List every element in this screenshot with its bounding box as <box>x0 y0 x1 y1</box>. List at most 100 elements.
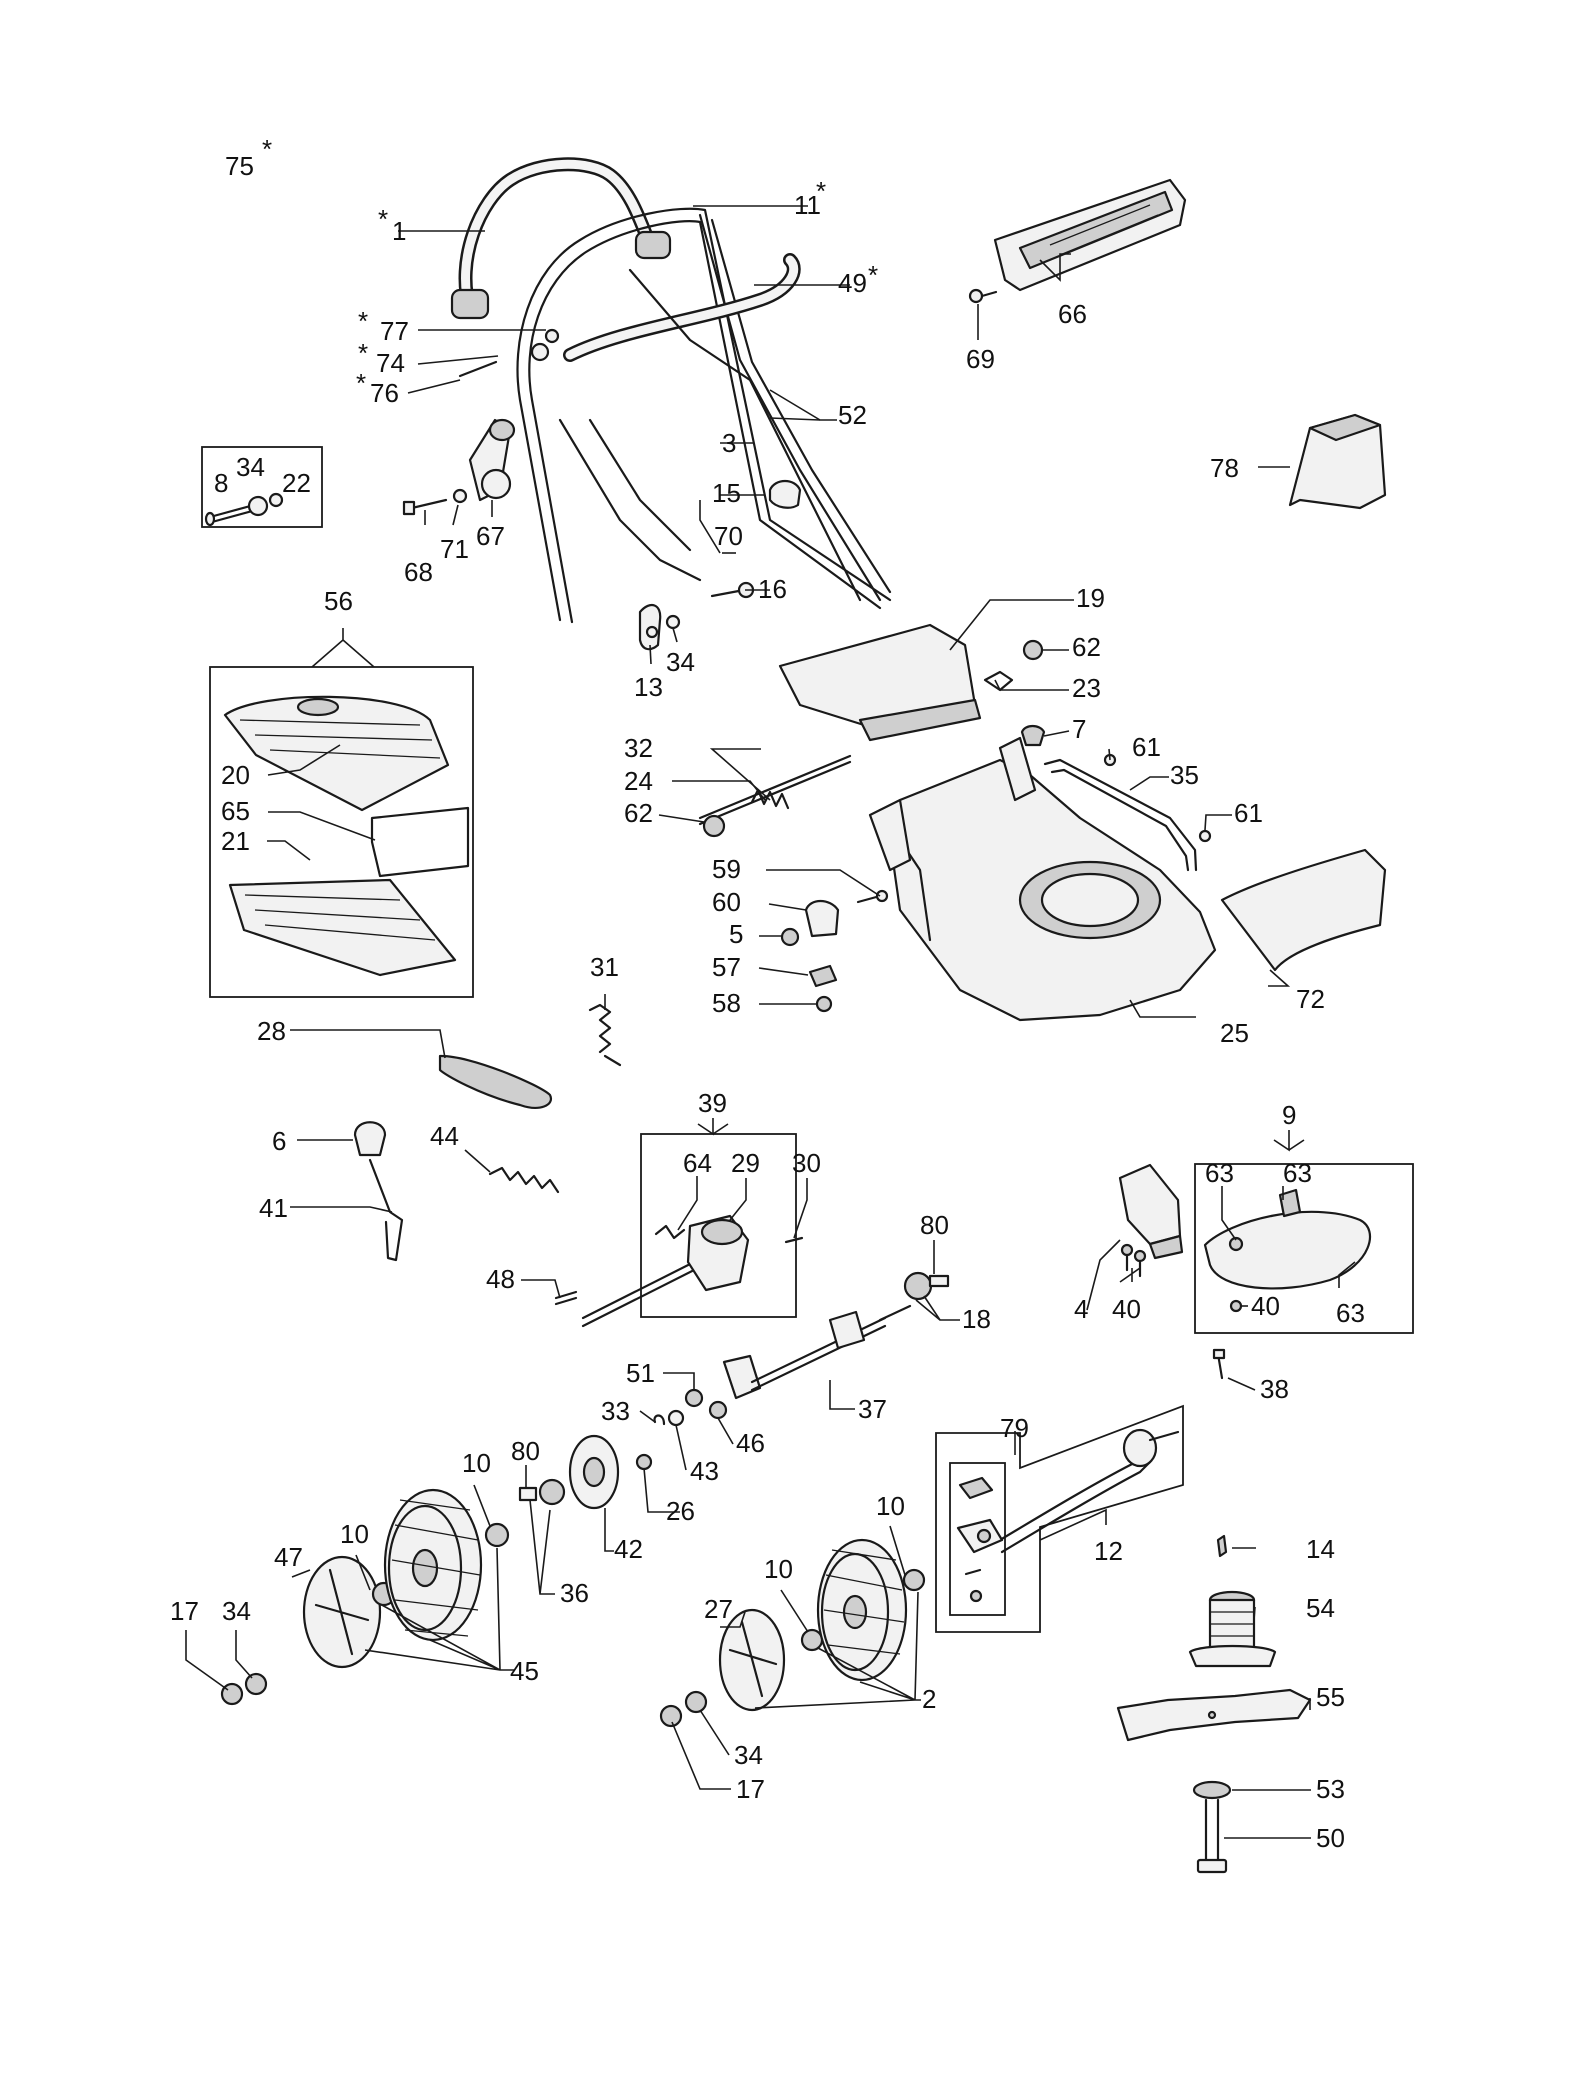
blade-55 <box>1116 1688 1312 1742</box>
spring-23 <box>983 670 1014 692</box>
label-67: 67 <box>476 521 505 551</box>
pin-76 <box>458 360 498 378</box>
kit-79-parts <box>956 1476 1004 1603</box>
label-16: 16 <box>758 574 787 604</box>
label-68: 68 <box>404 557 433 587</box>
label-27: 27 <box>704 1594 733 1624</box>
lever-41 <box>368 1158 404 1262</box>
mulch-plug-72 <box>1220 848 1387 972</box>
asterisk-75: * <box>262 134 272 164</box>
label-77: 77 <box>380 316 409 346</box>
label-22: 22 <box>282 468 311 498</box>
washer-34-kit <box>247 495 269 517</box>
label-52: 52 <box>838 400 867 430</box>
label-40-left: 40 <box>1112 1294 1141 1324</box>
label-18: 18 <box>962 1304 991 1334</box>
label-12: 12 <box>1094 1536 1123 1566</box>
asterisk-49: * <box>868 260 878 290</box>
label-66: 66 <box>1058 299 1087 329</box>
label-5: 5 <box>729 919 743 949</box>
nut-51 <box>684 1388 704 1408</box>
label-76: 76 <box>370 378 399 408</box>
bag-top-20 <box>223 695 450 812</box>
label-36: 36 <box>560 1578 589 1608</box>
label-64: 64 <box>683 1148 712 1178</box>
label-34-kit: 34 <box>236 452 265 482</box>
label-1: 1 <box>392 216 406 246</box>
label-10-left: 10 <box>340 1519 369 1549</box>
label-6: 6 <box>272 1126 286 1156</box>
clip-22 <box>268 492 284 508</box>
label-78: 78 <box>1210 453 1239 483</box>
wheel-45 <box>383 1488 483 1642</box>
part-labels: 75 * * 1 11 * 49 * * 77 * 74 * 76 52 3 6… <box>170 134 1365 1853</box>
key-14 <box>1216 1534 1228 1558</box>
screws-40 <box>1120 1243 1147 1278</box>
asterisk-76: * <box>356 368 366 398</box>
label-41: 41 <box>259 1193 288 1223</box>
nut-34-right <box>684 1690 708 1714</box>
label-58: 58 <box>712 988 741 1018</box>
nut-34-left <box>244 1672 268 1696</box>
upper-handle <box>450 157 672 320</box>
belt-28 <box>438 1054 553 1109</box>
label-80-top: 80 <box>920 1210 949 1240</box>
bolt-68 <box>402 498 448 516</box>
lever-13 <box>638 603 662 651</box>
nut-61-right <box>1198 829 1212 843</box>
label-72: 72 <box>1296 984 1325 1014</box>
label-11: 11 <box>794 190 821 220</box>
label-53: 53 <box>1316 1774 1345 1804</box>
gearbox-kit-box-39 <box>640 1133 797 1318</box>
label-40-right: 40 <box>1251 1291 1280 1321</box>
label-57: 57 <box>712 952 741 982</box>
bolt-50 <box>1196 1798 1228 1874</box>
label-34-left: 34 <box>222 1596 251 1626</box>
label-29: 29 <box>731 1148 760 1178</box>
washer-26 <box>635 1453 653 1471</box>
rear-axle-37 <box>722 1304 912 1400</box>
asterisk-1: * <box>378 204 388 234</box>
bushing-7 <box>1020 724 1046 747</box>
label-75: 75 <box>225 151 254 181</box>
label-62-bottom: 62 <box>624 798 653 828</box>
label-3: 3 <box>722 428 736 458</box>
washer-77 <box>544 328 560 344</box>
label-46: 46 <box>736 1428 765 1458</box>
label-65: 65 <box>221 796 250 826</box>
spring-31 <box>588 1003 622 1067</box>
label-31: 31 <box>590 952 619 982</box>
front-axle-12 <box>998 1428 1180 1554</box>
baffle-63 <box>1203 1188 1372 1290</box>
label-9: 9 <box>1282 1100 1296 1130</box>
knob-74 <box>530 342 550 362</box>
pin-30 <box>784 1236 804 1244</box>
nut-5 <box>780 927 800 947</box>
blade-adapter-54 <box>1188 1590 1277 1668</box>
label-62-top: 62 <box>1072 632 1101 662</box>
label-33: 33 <box>601 1396 630 1426</box>
label-60: 60 <box>712 887 741 917</box>
rear-rod-32 <box>698 754 852 826</box>
spring-44 <box>488 1166 560 1194</box>
label-10-right: 10 <box>764 1554 793 1584</box>
pin-kit-box <box>201 446 323 528</box>
label-43: 43 <box>690 1456 719 1486</box>
label-80-bottom: 80 <box>511 1436 540 1466</box>
clip-33 <box>653 1414 666 1426</box>
label-17-right: 17 <box>736 1774 765 1804</box>
label-61-top: 61 <box>1132 732 1161 762</box>
label-15: 15 <box>712 478 741 508</box>
wheel-cap-47 <box>302 1555 382 1669</box>
label-79: 79 <box>1000 1413 1029 1443</box>
plate-57 <box>808 964 838 988</box>
screw-69 <box>968 288 998 304</box>
label-20: 20 <box>221 760 250 790</box>
cover-66 <box>993 178 1187 292</box>
bracket-35 <box>1043 758 1198 872</box>
asterisk-74: * <box>358 338 368 368</box>
label-63-bottom: 63 <box>1336 1298 1365 1328</box>
label-42: 42 <box>614 1534 643 1564</box>
